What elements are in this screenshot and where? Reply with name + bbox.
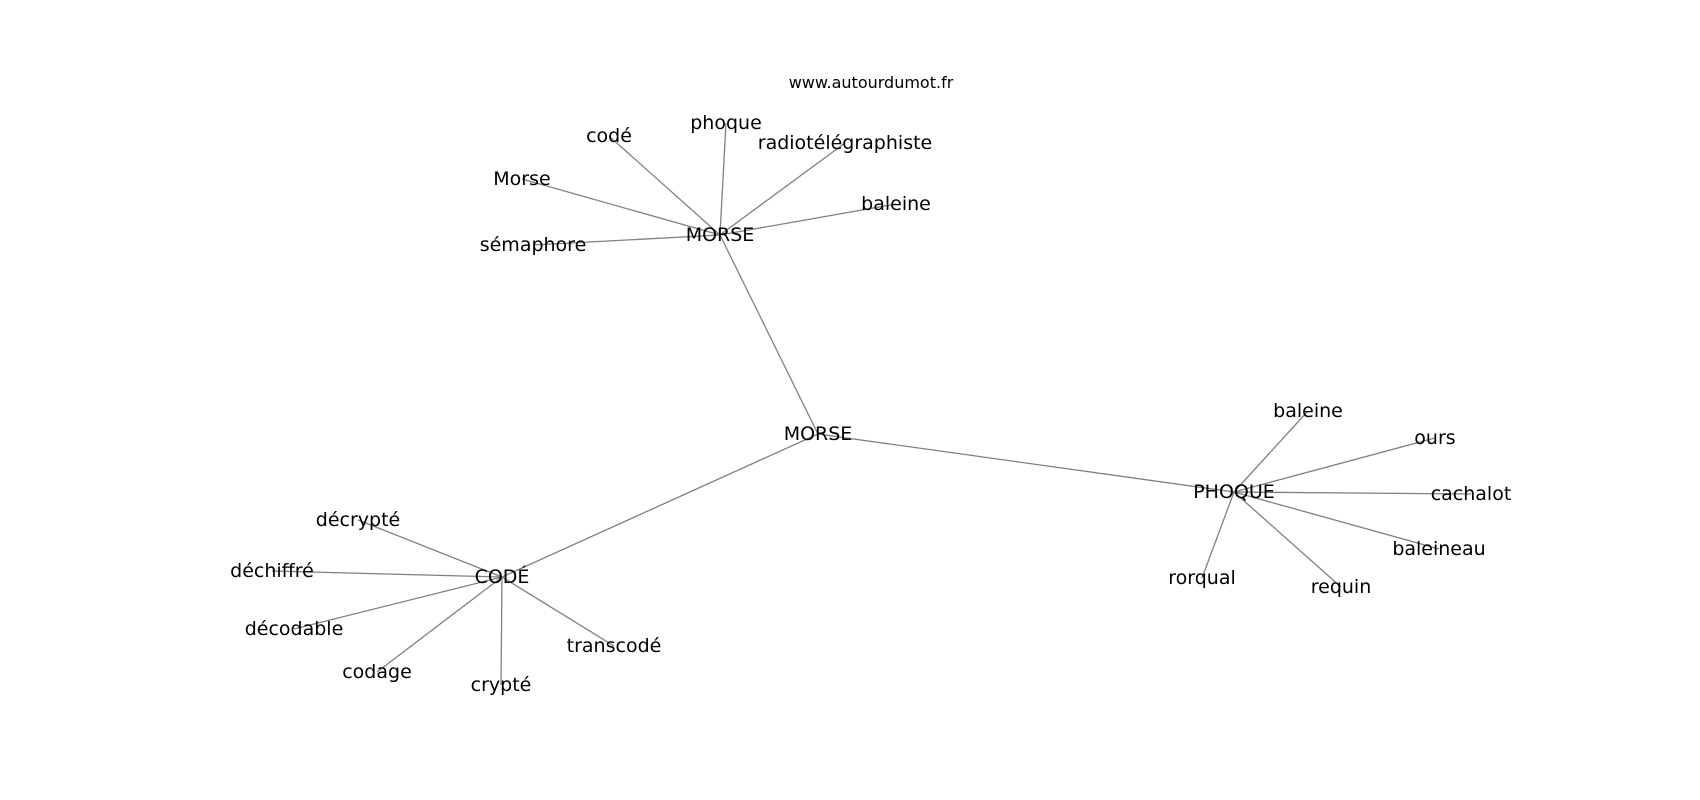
node-label-root: MORSE	[784, 423, 853, 445]
edge-root-to-phoque-hub	[817, 433, 1235, 493]
edge-morse-hub-to-m-code	[608, 135, 721, 236]
node-label-m-radio: radiotélégraphiste	[758, 132, 932, 154]
edge-morse-hub-to-m-phoque	[719, 122, 727, 236]
node-label-p-ours: ours	[1414, 427, 1455, 449]
edge-phoque-hub-to-p-cachalot	[1233, 491, 1472, 495]
edge-code-hub-to-c-crypte	[500, 576, 503, 686]
node-label-p-baleineau: baleineau	[1392, 538, 1485, 560]
edge-code-hub-to-c-transcode	[501, 576, 615, 647]
edge-phoque-hub-to-p-ours	[1233, 437, 1436, 493]
edge-morse-hub-to-m-radio	[719, 142, 846, 236]
node-label-c-dechiffre: déchiffré	[230, 560, 314, 582]
edge-morse-hub-to-m-baleine	[719, 203, 897, 236]
edge-phoque-hub-to-p-requin	[1233, 491, 1342, 588]
edge-phoque-hub-to-p-rorqual	[1201, 491, 1235, 579]
node-label-m-phoque: phoque	[690, 112, 762, 134]
edge-code-hub-to-c-decodable	[293, 576, 503, 630]
edge-phoque-hub-to-p-baleine	[1233, 410, 1309, 493]
node-label-c-crypte: crypté	[471, 674, 532, 696]
edge-code-hub-to-c-codage	[376, 576, 503, 673]
node-label-p-rorqual: rorqual	[1168, 567, 1236, 589]
node-label-code-hub: CODÉ	[475, 565, 530, 588]
node-label-phoque-hub: PHOQUE	[1193, 481, 1275, 503]
edge-code-hub-to-c-dechiffre	[271, 570, 503, 578]
node-label-c-decodable: décodable	[245, 618, 344, 640]
edge-morse-hub-to-m-semaphore	[532, 234, 721, 246]
node-label-c-codage: codage	[342, 661, 412, 683]
edge-root-to-morse-hub	[719, 234, 819, 435]
edge-code-hub-to-c-decrypte	[357, 519, 503, 578]
edge-phoque-hub-to-p-baleineau	[1233, 491, 1440, 550]
node-label-m-baleine: baleine	[861, 193, 931, 215]
edge-root-to-code-hub	[501, 433, 819, 578]
edges-layer	[271, 122, 1472, 686]
labels-layer: MORSE MORSE CODÉ PHOQUE codé phoqueradiotélég…	[230, 112, 1511, 696]
node-label-c-transcode: transcodé	[567, 635, 662, 657]
node-label-morse-hub: MORSE	[686, 224, 755, 246]
node-label-p-requin: requin	[1311, 576, 1372, 598]
node-label-p-cachalot: cachalot	[1431, 483, 1512, 505]
node-label-c-decrypte: décrypté	[316, 509, 400, 531]
watermark-text: www.autourdumot.fr	[789, 73, 954, 92]
edge-morse-hub-to-m-morse	[521, 178, 721, 236]
node-label-m-semaphore: sémaphore	[480, 234, 587, 256]
node-label-m-morse: Morse	[493, 168, 550, 190]
node-label-m-code: codé	[586, 125, 632, 147]
node-label-p-baleine: baleine	[1273, 400, 1343, 422]
